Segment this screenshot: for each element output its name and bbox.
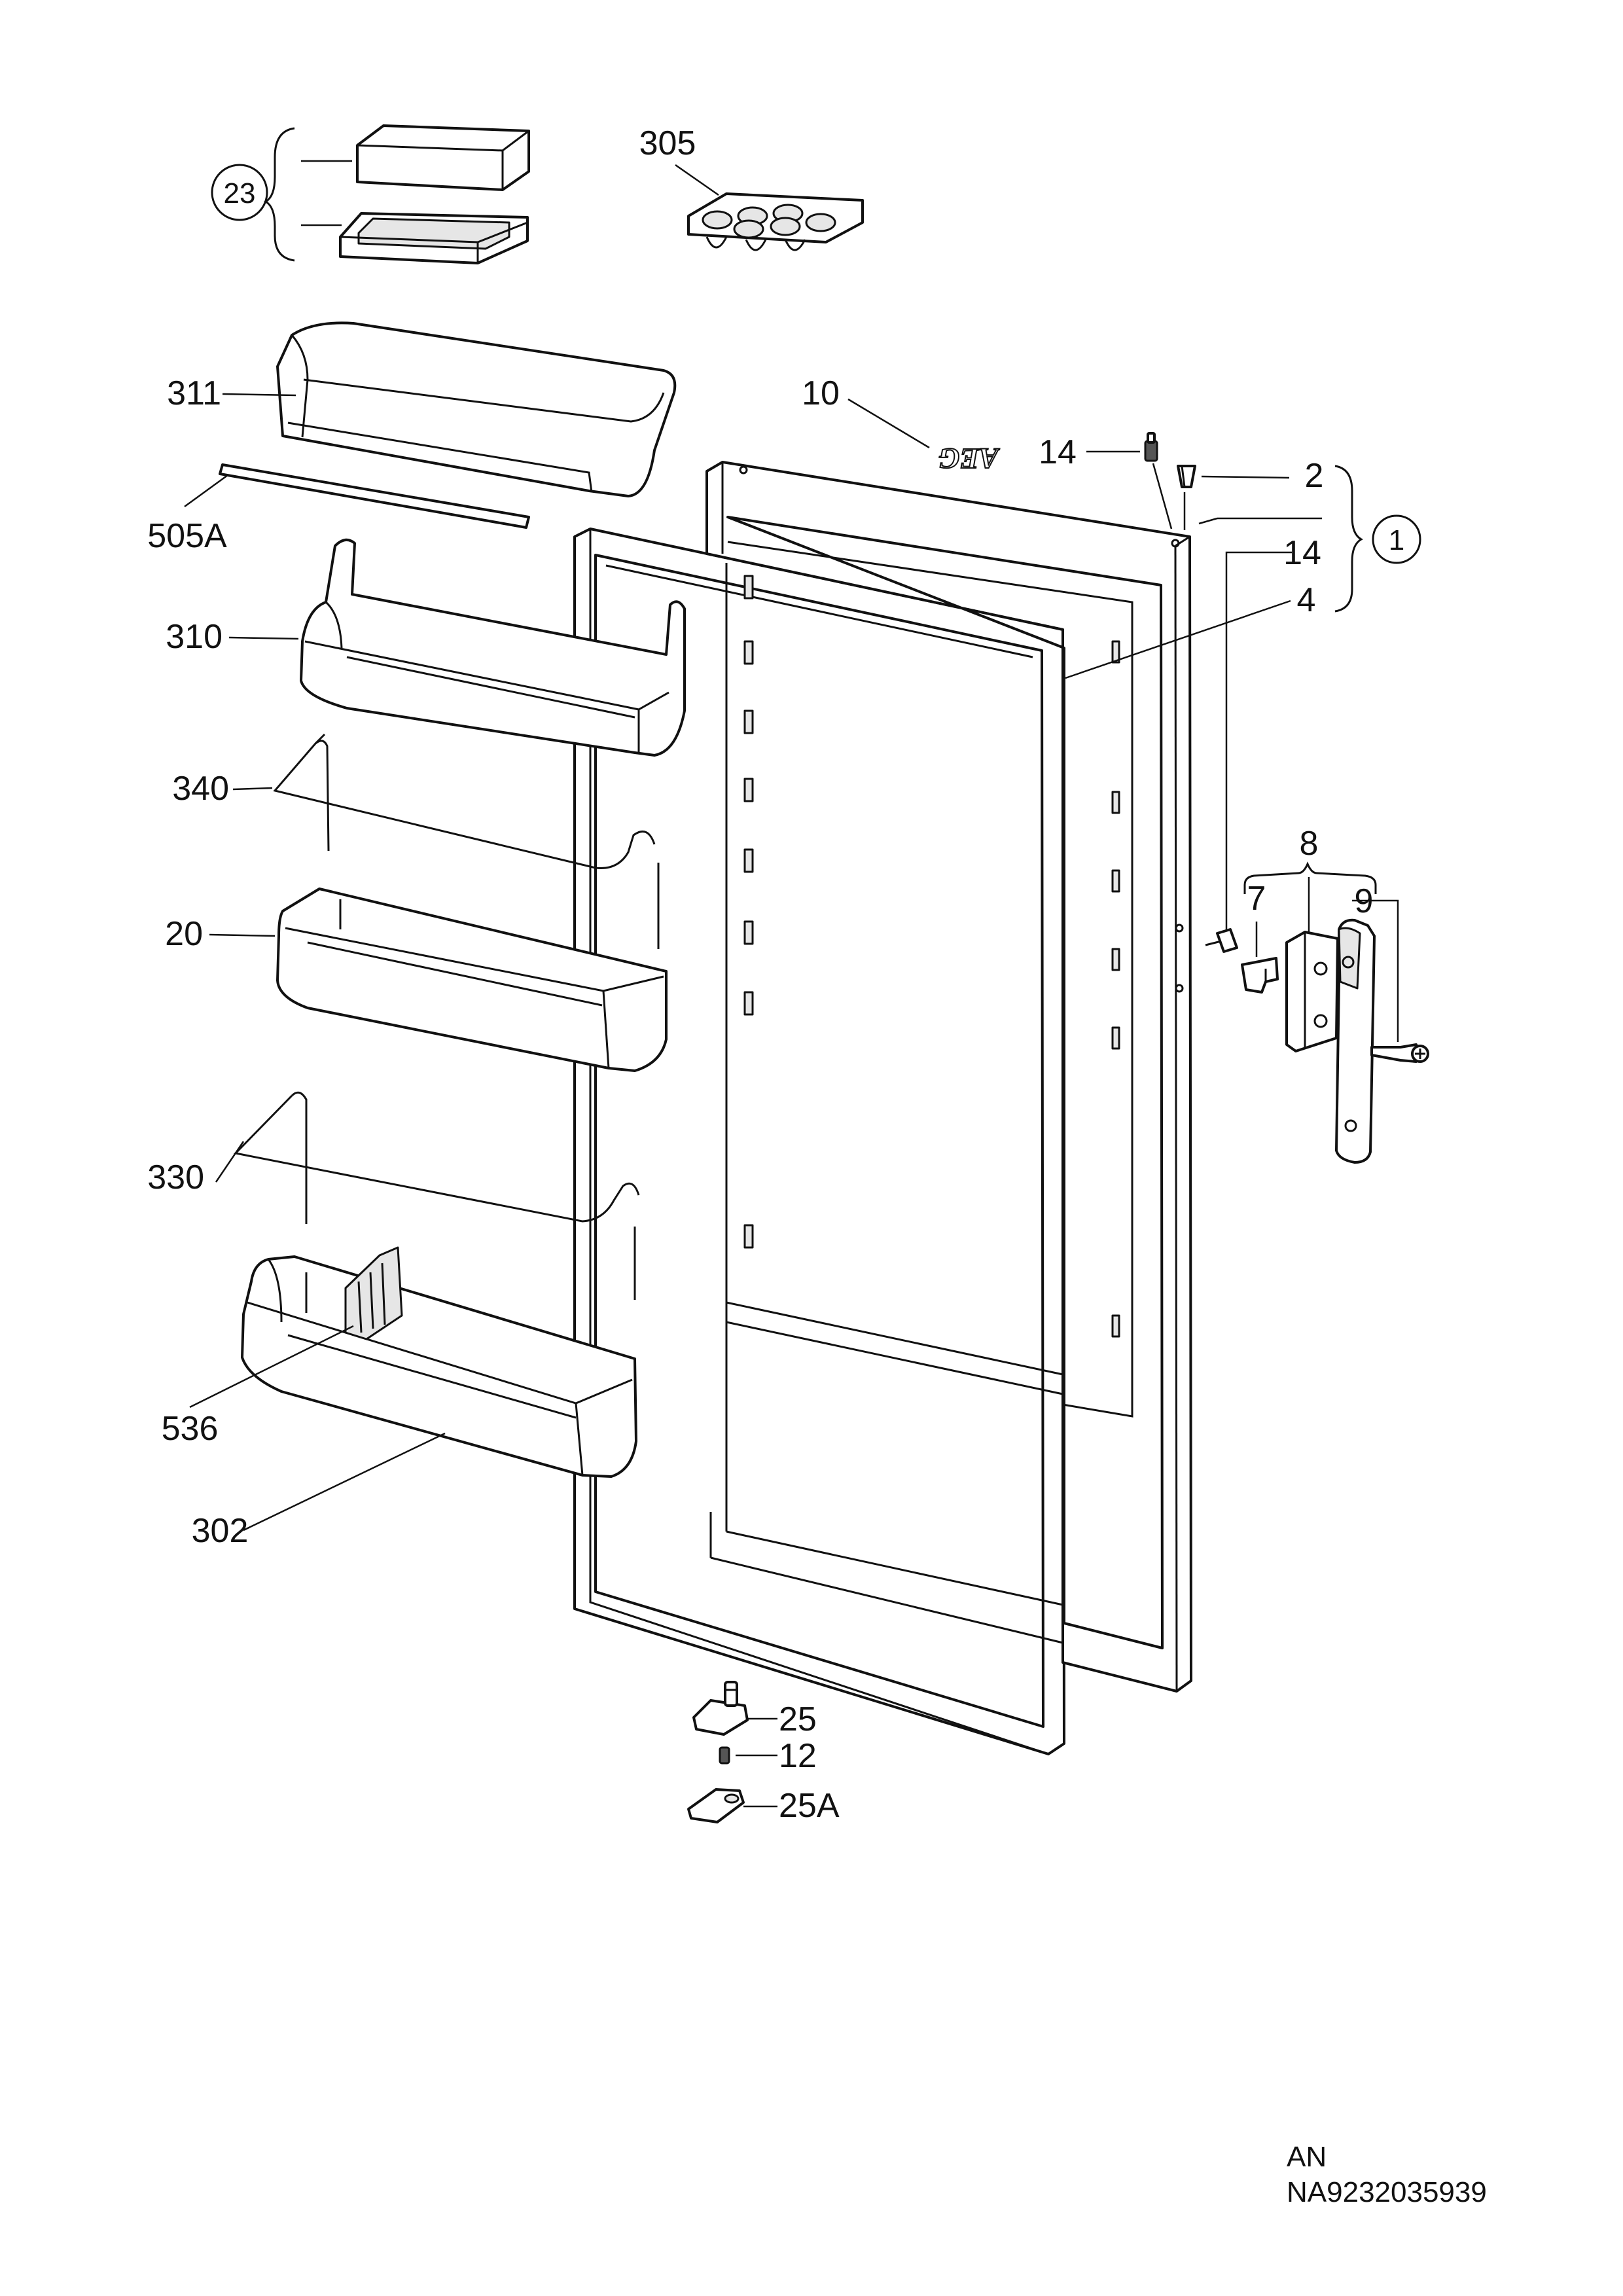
drawing-footer: AN NA9232035939 — [1287, 2141, 1487, 2208]
part-505A-rod: 505A — [147, 463, 530, 555]
label-4: 4 — [1297, 581, 1316, 619]
part-302-bottle-shelf: 302 — [192, 1255, 637, 1550]
door-panel — [705, 461, 1192, 1693]
part-1-door-assembly: 1 — [1198, 465, 1421, 613]
label-25A: 25A — [779, 1787, 840, 1825]
part-7-stop: 7 — [1241, 880, 1279, 994]
label-10: 10 — [802, 374, 840, 412]
part-10-logo: AEG 10 — [802, 374, 1001, 475]
label-2: 2 — [1305, 457, 1324, 495]
label-536: 536 — [162, 1410, 219, 1448]
label-310: 310 — [166, 618, 223, 656]
label-311: 311 — [167, 374, 221, 412]
footer-drawing-number: NA9232035939 — [1287, 2176, 1487, 2208]
part-12-screw: 12 — [719, 1737, 817, 1775]
part-14-hinge-pin-lower: 14 — [1205, 534, 1321, 953]
part-340-wire-rail: 340 — [172, 733, 660, 949]
label-505A: 505A — [147, 517, 227, 555]
part-14-hinge-pin: 14 — [1039, 432, 1173, 529]
part-8-handle-assembly: 8 — [1243, 825, 1377, 1164]
label-340: 340 — [172, 770, 229, 808]
label-305: 305 — [639, 124, 696, 162]
part-311-lid: 311 — [167, 321, 677, 497]
label-12: 12 — [779, 1737, 817, 1775]
label-330: 330 — [147, 1158, 204, 1196]
label-302: 302 — [192, 1512, 249, 1550]
label-25: 25 — [779, 1700, 817, 1738]
part-310-door-shelf: 310 — [166, 538, 686, 757]
label-23: 23 — [224, 177, 256, 209]
footer-code: AN — [1287, 2141, 1327, 2173]
label-7: 7 — [1247, 880, 1266, 918]
part-305-egg-tray: 305 — [639, 124, 864, 251]
label-14-top: 14 — [1039, 433, 1077, 471]
label-14-right: 14 — [1283, 534, 1321, 572]
part-9-screw: 9 — [1352, 882, 1429, 1063]
part-536-bottle-divider: 536 — [162, 1246, 403, 1448]
label-1: 1 — [1389, 524, 1404, 556]
part-4-gasket: 4 — [1065, 581, 1316, 679]
part-23-butter-dish: 23 — [211, 124, 530, 264]
part-330-wire-rail: 330 — [147, 1091, 640, 1300]
part-2-bushing: 2 — [1177, 457, 1324, 530]
part-25-bottom-hinge: 25 — [692, 1681, 817, 1738]
door-gasket-frame — [573, 528, 1065, 1755]
aeg-logo-icon: AEG — [939, 442, 1001, 475]
label-20: 20 — [165, 915, 203, 953]
label-8: 8 — [1300, 825, 1319, 863]
part-25A-hinge-plate: 25A — [687, 1787, 840, 1825]
label-9: 9 — [1355, 882, 1374, 920]
part-20-door-shelf: 20 — [165, 888, 668, 1072]
